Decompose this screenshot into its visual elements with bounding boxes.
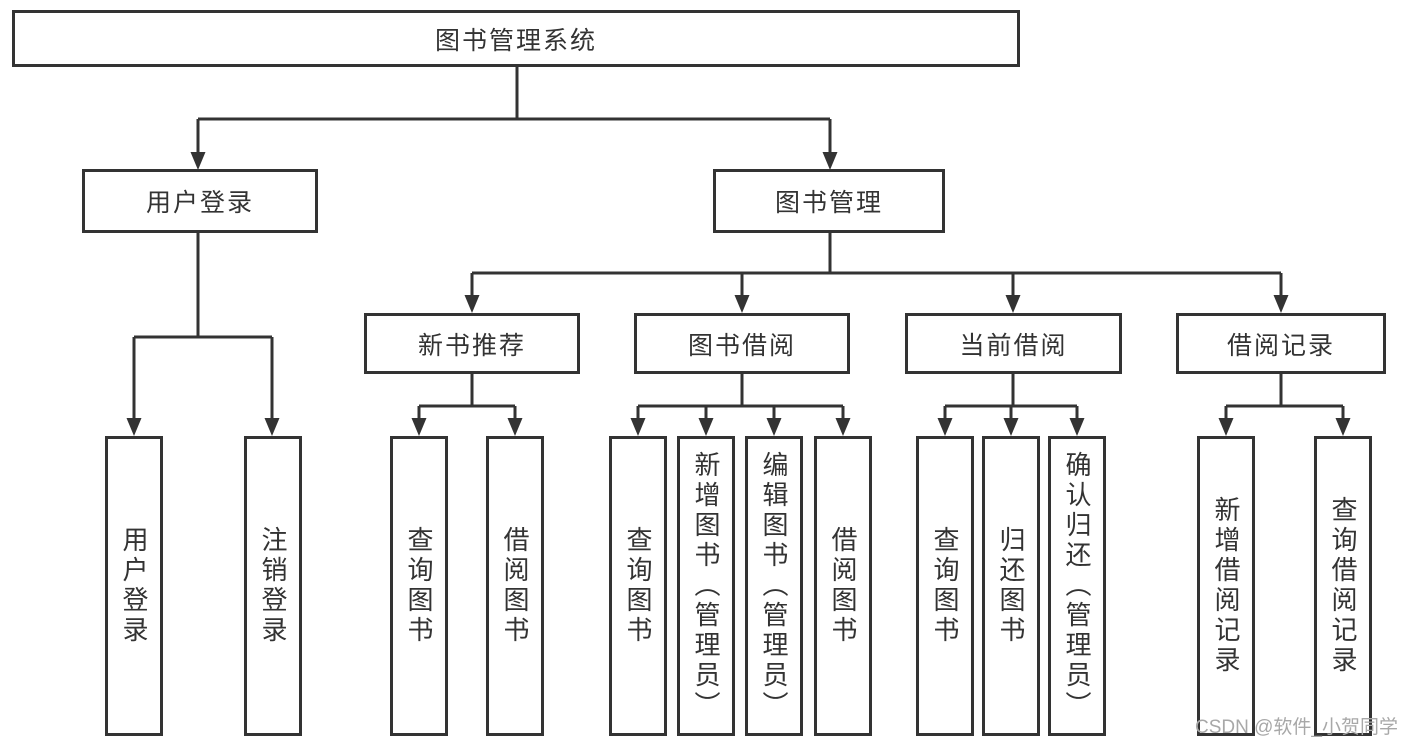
arrow-down-icon — [1218, 418, 1234, 436]
node-new-book-recommend: 新书推荐 — [364, 313, 580, 374]
csdn-watermark: CSDN @软件_小贺同学 — [1195, 717, 1398, 738]
arrow-down-icon — [630, 418, 646, 436]
arrow-down-icon — [190, 152, 206, 170]
leaf-borrow-books-borrowing: 借阅图书 — [814, 436, 872, 736]
leaf-return-book: 归还图书 — [982, 436, 1040, 736]
arrow-down-icon — [1335, 418, 1351, 436]
leaf-query-books-recommend: 查询图书 — [390, 436, 448, 736]
leaf-confirm-return-admin: 确认归还（管理员） — [1048, 436, 1106, 736]
leaf-add-book-admin: 新增图书（管理员） — [677, 436, 735, 736]
leaf-query-books-current: 查询图书 — [916, 436, 974, 736]
arrow-down-icon — [835, 418, 851, 436]
node-borrow-records: 借阅记录 — [1176, 313, 1386, 374]
arrow-down-icon — [1273, 295, 1289, 313]
arrow-down-icon — [126, 418, 142, 436]
node-library-system: 图书管理系统 — [12, 10, 1020, 67]
leaf-edit-book-admin: 编辑图书（管理员） — [745, 436, 803, 736]
arrow-down-icon — [464, 295, 480, 313]
arrow-down-icon — [734, 295, 750, 313]
leaf-add-borrow-record: 新增借阅记录 — [1197, 436, 1255, 736]
node-book-management: 图书管理 — [713, 169, 945, 233]
arrow-down-icon — [1005, 295, 1021, 313]
arrow-down-icon — [411, 418, 427, 436]
leaf-logout: 注销登录 — [244, 436, 302, 736]
arrow-down-icon — [507, 418, 523, 436]
arrow-down-icon — [822, 152, 838, 170]
leaf-query-books-borrowing: 查询图书 — [609, 436, 667, 736]
arrow-down-icon — [766, 418, 782, 436]
arrow-down-icon — [698, 418, 714, 436]
leaf-borrow-books-recommend: 借阅图书 — [486, 436, 544, 736]
node-book-borrowing: 图书借阅 — [634, 313, 850, 374]
leaf-user-login: 用户登录 — [105, 436, 163, 736]
arrow-down-icon — [1003, 418, 1019, 436]
connector-lines — [132, 67, 1345, 419]
arrow-down-icon — [1069, 418, 1085, 436]
arrow-down-icon — [264, 418, 280, 436]
node-user-login: 用户登录 — [82, 169, 318, 233]
node-current-borrowing: 当前借阅 — [905, 313, 1122, 374]
leaf-query-borrow-record: 查询借阅记录 — [1314, 436, 1372, 736]
arrow-down-icon — [937, 418, 953, 436]
